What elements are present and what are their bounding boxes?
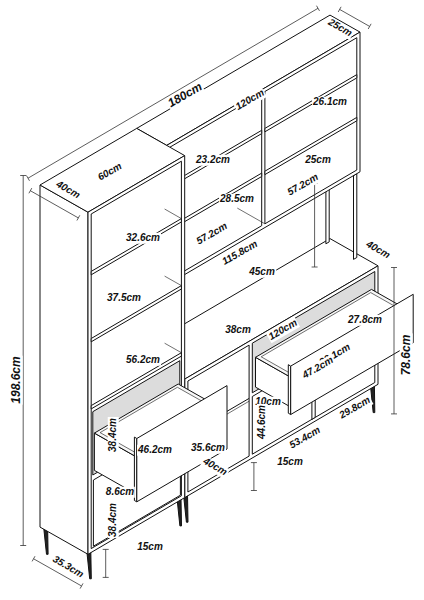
dimension-label: 57.2cm: [194, 220, 230, 247]
dimension-label: 25cm: [325, 17, 354, 40]
dimension-tick: [312, 267, 318, 268]
dimension-label: 40cm: [53, 179, 82, 202]
dimension-label: 120cm: [233, 87, 267, 113]
hutch-inner-edge: [237, 208, 265, 224]
tower-opening: [91, 161, 181, 548]
dimension-label: 35.3cm: [50, 553, 86, 580]
dimension-line: [394, 268, 395, 414]
dimension-label: 40cm: [200, 456, 229, 479]
dimension-tick: [368, 24, 371, 29]
dimension-label: 56.2cm: [125, 355, 161, 366]
dimension-tick: [251, 490, 257, 491]
dimension-label: 38.4cm: [108, 417, 119, 453]
dimension-label: 15cm: [136, 542, 164, 553]
dimension-tick: [32, 556, 35, 561]
dimension-label: 115.8cm: [220, 238, 261, 267]
hutch-shelf: [265, 75, 357, 132]
tower-shelf: [91, 219, 181, 275]
dimension-label: 44.6cm: [257, 404, 268, 440]
leg: [184, 494, 189, 522]
dimension-label: 57.2cm: [285, 171, 321, 198]
dimension-label: 29.8cm: [337, 394, 373, 421]
dimension-label: 15cm: [276, 457, 304, 468]
dimension-label: 60cm: [95, 161, 124, 184]
dimension-label: 45cm: [248, 267, 276, 278]
tower-side: [40, 185, 88, 554]
dimension-tick: [20, 175, 26, 176]
dimension-tick: [103, 577, 109, 578]
dimension-line: [105, 549, 106, 577]
dimension-tick: [27, 176, 30, 181]
dimension-line: [23, 176, 24, 546]
dimension-tick: [317, 6, 320, 11]
desk-drawer-front: [291, 294, 414, 414]
dimension-label: 26.1cm: [312, 97, 348, 108]
dimension-label: 27.8cm: [347, 315, 383, 326]
hutch-opening: [265, 38, 357, 224]
desk-front: [185, 266, 378, 498]
shelf-depth-edge: [165, 276, 182, 286]
dimension-tick: [80, 583, 83, 588]
dimension-label: 198.6cm: [10, 355, 23, 404]
dimension-tick: [29, 188, 32, 193]
dimension-tick: [103, 549, 109, 550]
dimension-label: 28.5cm: [219, 194, 255, 205]
dimension-tick: [338, 7, 341, 12]
shelf-depth-edge: [165, 343, 182, 353]
dimension-label: 53.4cm: [287, 424, 323, 451]
hutch-front: [167, 32, 360, 285]
dimension-label: 8.6cm: [105, 487, 135, 498]
dimension-label: 23.2cm: [195, 155, 231, 166]
dimension-line: [28, 8, 318, 178]
dimension-line: [253, 463, 254, 491]
dimension-tick: [20, 545, 26, 546]
leg: [87, 551, 92, 579]
dimension-label: 38.4cm: [108, 502, 119, 538]
dimension-tick: [391, 267, 397, 268]
dimension-line: [314, 183, 315, 267]
leg: [370, 385, 374, 413]
dimension-label: 35.6cm: [190, 443, 226, 454]
tower-shelf: [91, 286, 181, 342]
dimension-label: 180cm: [165, 80, 205, 111]
dimension-label: 38cm: [224, 325, 252, 336]
dimension-label: 40cm: [363, 239, 392, 262]
dimension-label: 46.2cm: [137, 445, 173, 456]
shelf-depth-edge: [165, 209, 182, 219]
dimension-label: 120cm: [266, 317, 300, 343]
dimension-label: 78.6cm: [400, 334, 413, 377]
dimension-label: 37.5cm: [106, 293, 142, 304]
dimension-tick: [77, 215, 80, 220]
dimension-label: 32.6cm: [125, 233, 161, 244]
hutch-shelf: [265, 117, 357, 174]
tower-drawer-panel: [137, 386, 227, 502]
dimension-tick: [251, 462, 257, 463]
dimension-tick: [391, 413, 397, 414]
dimension-label: 25cm: [304, 155, 332, 166]
hutch-post: [354, 174, 357, 260]
